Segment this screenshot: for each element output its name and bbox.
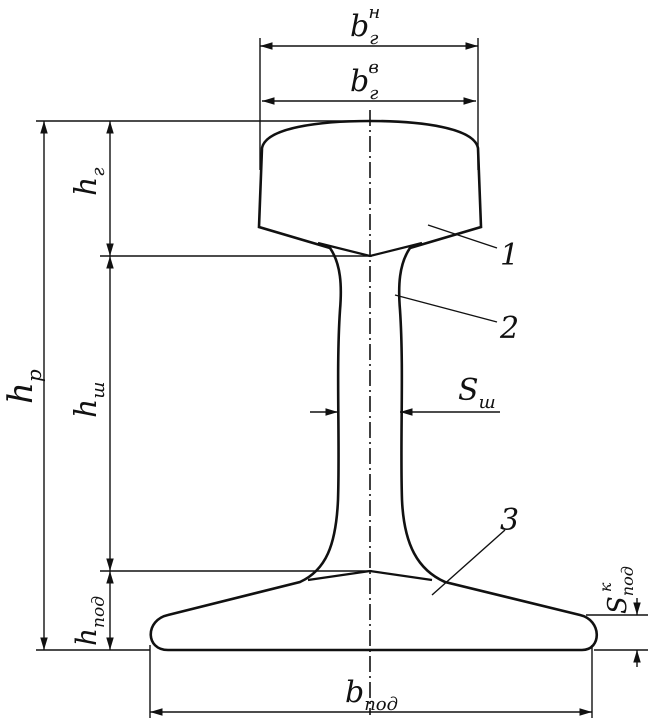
label-h-rail: hр	[1, 369, 46, 404]
callout-1-head: 1	[500, 238, 519, 273]
dimension-lines	[40, 42, 641, 716]
label-b-foot: bпод	[345, 675, 398, 715]
callout-2-web: 2	[499, 311, 519, 346]
extension-lines	[36, 38, 648, 718]
label-h-web: hш	[69, 382, 109, 418]
callout-3-foot: 3	[500, 503, 519, 538]
label-h-head: hг	[69, 168, 109, 196]
label-b-head-inner: bгв	[350, 57, 379, 104]
rail-profile-outline	[149, 119, 598, 652]
label-s-foot-edge: Sподк	[596, 566, 637, 614]
label-s-web: Sш	[458, 373, 496, 413]
callout-leaders	[394, 224, 506, 596]
label-b-head-top: bгн	[350, 2, 380, 49]
label-h-foot: hпод	[70, 596, 109, 646]
